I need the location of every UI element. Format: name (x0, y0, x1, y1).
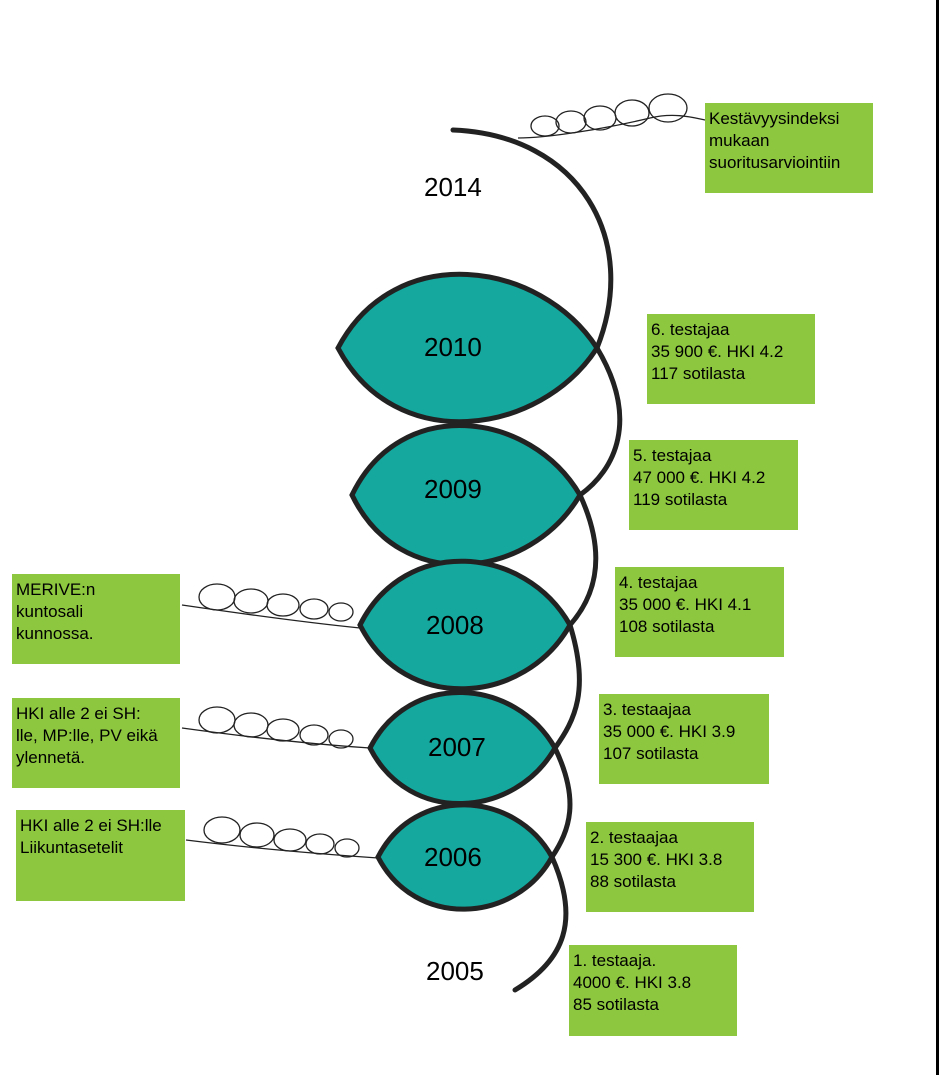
box-line: 2. testaajaa (590, 828, 678, 847)
box-line: kuntosali (16, 602, 84, 621)
box-line: 5. testajaa (633, 446, 712, 465)
box-line: HKI alle 2 ei SH:lle (20, 816, 162, 835)
year-label-2014: 2014 (424, 172, 482, 202)
box-line: 107 sotilasta (603, 744, 699, 763)
box-line: ylennetä. (16, 748, 85, 767)
box-line: 35 000 €. HKI 4.1 (619, 595, 752, 614)
info-box-merive: MERIVE:n kuntosali kunnossa. (12, 574, 180, 664)
box-line: 15 300 €. HKI 3.8 (590, 850, 723, 869)
box-line: suoritusarviointiin (709, 153, 841, 172)
box-line: 4. testajaa (619, 573, 698, 592)
box-line: 108 sotilasta (619, 617, 715, 636)
coil-2007 (181, 706, 371, 749)
box-line: MERIVE:n (16, 580, 96, 599)
year-label-2005: 2005 (426, 956, 484, 986)
box-line: HKI alle 2 ei SH: (16, 704, 141, 723)
year-label-2006: 2006 (424, 842, 482, 872)
box-line: 3. testaajaa (603, 700, 691, 719)
year-label-2007: 2007 (428, 732, 486, 762)
spiral-curve (450, 127, 623, 993)
box-line: 1. testaaja. (573, 951, 657, 970)
info-box-tester-5: 5. testajaa 47 000 €. HKI 4.2 119 sotila… (629, 440, 798, 530)
year-label-2009: 2009 (424, 474, 482, 504)
info-box-hki-2007: HKI alle 2 ei SH: lle, MP:lle, PV eikä y… (12, 698, 180, 788)
coil-2006 (185, 816, 379, 859)
box-line: 35 900 €. HKI 4.2 (651, 342, 784, 361)
info-box-hki-2006: HKI alle 2 ei SH:lle Liikuntasetelit (16, 810, 185, 901)
info-box-kestavyys: Kestävyysindeksi mukaan suoritusarvioint… (705, 103, 873, 193)
year-label-2010: 2010 (424, 332, 482, 362)
info-box-tester-2: 2. testaajaa 15 300 €. HKI 3.8 88 sotila… (586, 822, 754, 912)
box-line: 47 000 €. HKI 4.2 (633, 468, 766, 487)
box-line: lle, MP:lle, PV eikä (16, 726, 158, 745)
info-box-tester-6: 6. testajaa 35 900 €. HKI 4.2 117 sotila… (647, 314, 815, 404)
box-line: Kestävyysindeksi (709, 109, 840, 128)
info-box-tester-3: 3. testaajaa 35 000 €. HKI 3.9 107 sotil… (599, 694, 769, 784)
box-line: mukaan (709, 131, 770, 150)
right-edge-border (936, 0, 939, 1075)
box-line: 88 sotilasta (590, 872, 676, 891)
coil-top (517, 93, 706, 139)
box-line: 119 sotilasta (633, 490, 728, 509)
box-line: 35 000 €. HKI 3.9 (603, 722, 736, 741)
box-line: 117 sotilasta (651, 364, 746, 383)
box-line: kunnossa. (16, 624, 94, 643)
year-label-2008: 2008 (426, 610, 484, 640)
box-line: 4000 €. HKI 3.8 (573, 973, 692, 992)
box-line: 85 sotilasta (573, 995, 659, 1014)
box-line: 6. testajaa (651, 320, 730, 339)
coil-2008 (181, 583, 361, 629)
info-box-tester-1: 1. testaaja. 4000 €. HKI 3.8 85 sotilast… (569, 945, 737, 1036)
info-box-tester-4: 4. testajaa 35 000 €. HKI 4.1 108 sotila… (615, 567, 784, 657)
box-line: Liikuntasetelit (20, 838, 124, 857)
